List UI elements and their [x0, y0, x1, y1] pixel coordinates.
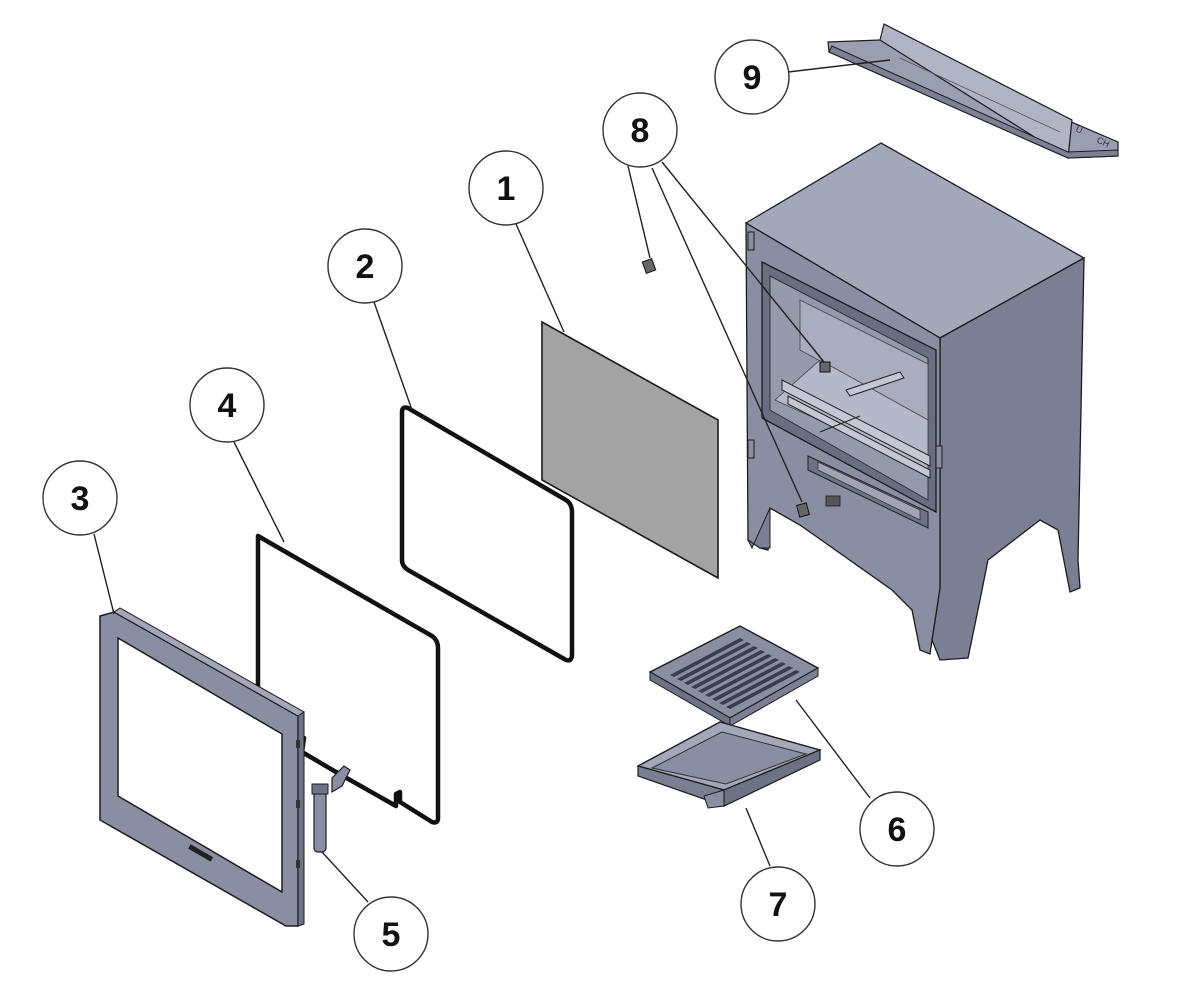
callout-4: 4: [189, 367, 265, 443]
part-9-baffle-plate: U CH: [827, 23, 1119, 160]
callout-9-label: 9: [743, 59, 762, 97]
callout-1: 1: [468, 150, 544, 226]
callout-6-label: 6: [888, 811, 907, 849]
part-7-ash-pan: [636, 721, 823, 809]
callout-6: 6: [859, 791, 935, 867]
part-5-door-handle: [311, 765, 351, 853]
callout-7: 7: [740, 866, 816, 942]
callout-3-label: 3: [71, 480, 90, 518]
part-2-glass-seal: [399, 405, 575, 663]
leader-8b: [661, 161, 825, 363]
part-1-glass-panel: [541, 320, 719, 580]
callout-2-label: 2: [356, 248, 375, 286]
callout-8-label: 8: [631, 112, 650, 150]
callout-2: 2: [327, 228, 403, 304]
callout-8: 8: [602, 92, 678, 168]
leader-lines: [93, 59, 891, 903]
part-4-door-rope-seal: [255, 533, 441, 825]
leader-2: [373, 301, 413, 411]
leader-8c: [651, 167, 803, 503]
callout-7-label: 7: [769, 886, 788, 924]
leader-1: [515, 223, 565, 333]
baffle-mark-u: U: [1074, 124, 1084, 136]
callout-4-label: 4: [218, 387, 237, 425]
part-8-clips: [641, 258, 831, 518]
part-3-door-frame: [99, 607, 305, 927]
callout-5: 5: [353, 896, 429, 972]
callout-3: 3: [42, 460, 118, 536]
leader-4: [233, 441, 285, 543]
leader-7: [745, 807, 771, 867]
callout-1-label: 1: [497, 170, 516, 208]
leader-6: [795, 699, 871, 799]
part-6-grate: [648, 625, 820, 727]
stove-body: [744, 142, 1086, 661]
leader-3: [93, 533, 115, 615]
leader-8a: [627, 165, 651, 259]
leader-9: [787, 59, 891, 73]
leader-5: [321, 851, 369, 903]
callout-9: 9: [714, 39, 790, 115]
baffle-mark-ch: CH: [1095, 135, 1111, 150]
callout-5-label: 5: [382, 916, 401, 954]
